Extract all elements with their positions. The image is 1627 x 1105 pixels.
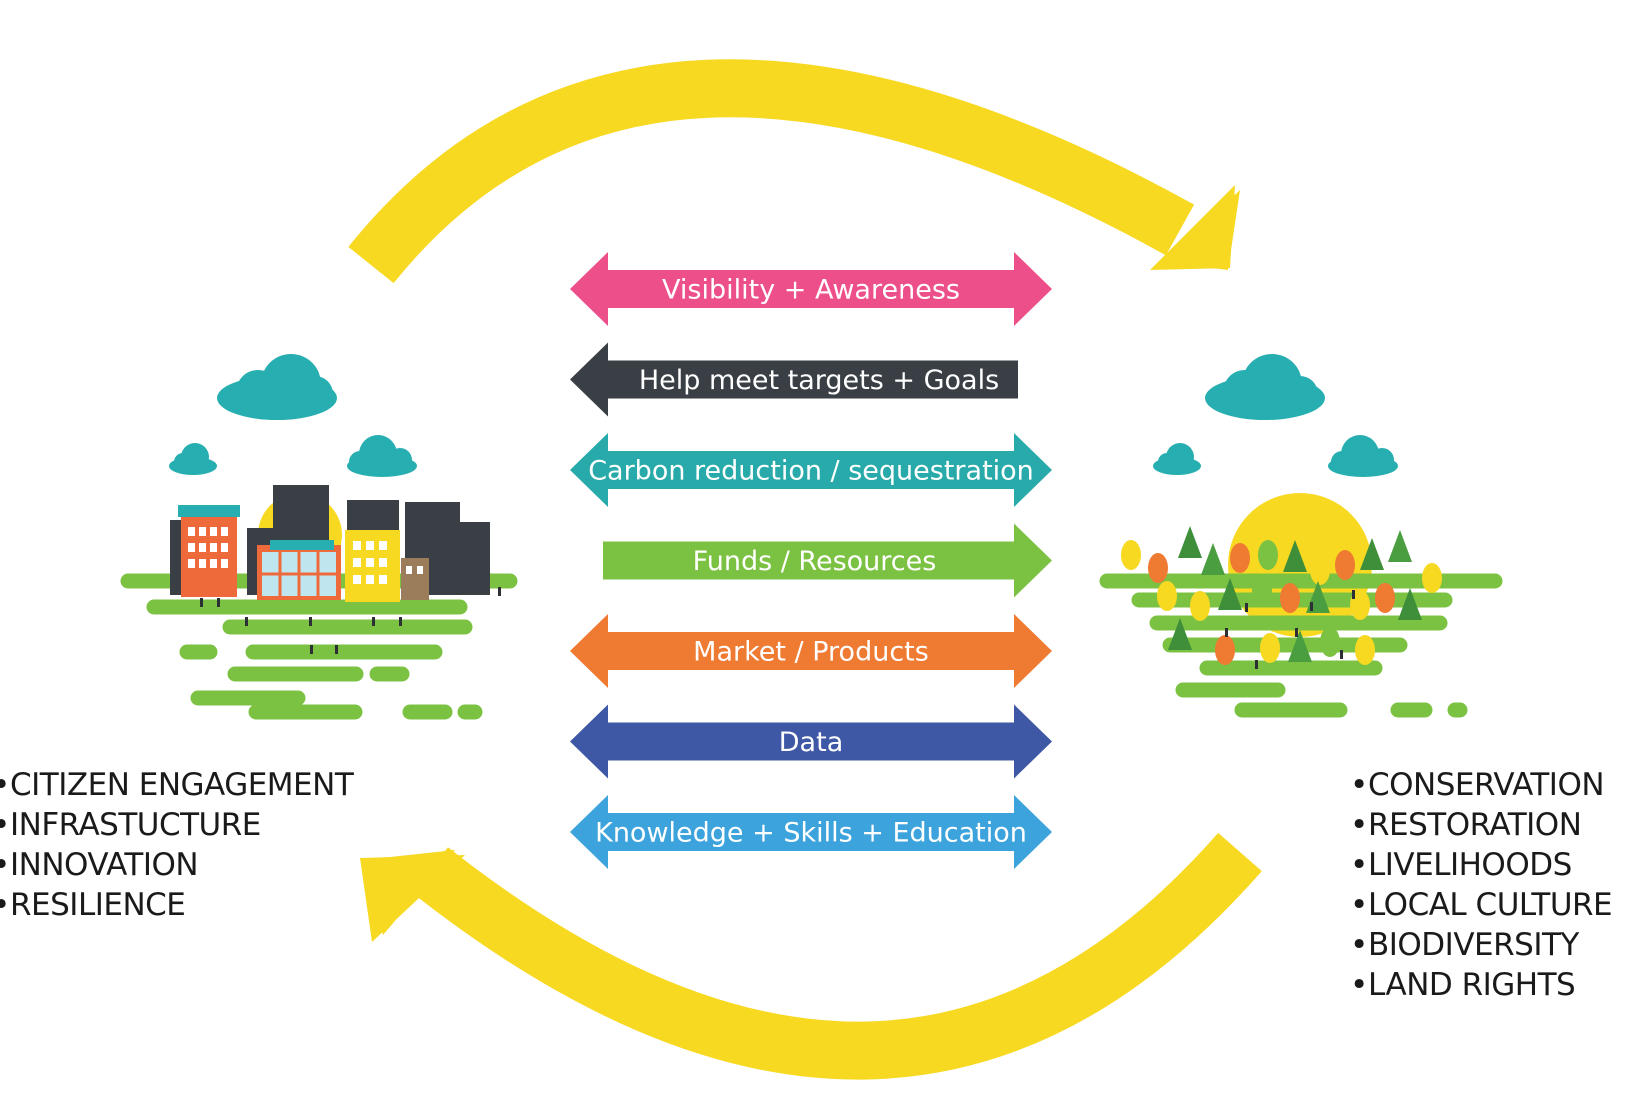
nature-benefits-list: CONSERVATION RESTORATION LIVELIHOODS LOC… (1350, 765, 1613, 1005)
arrow-carbon-reduction-sequestration: Carbon reduction / sequestration (570, 433, 1052, 507)
arrow-shape (603, 523, 1052, 598)
cycle-arrow-bottom (360, 832, 1262, 1080)
arrow-market-products: Market / Products (570, 614, 1052, 688)
list-item: INNOVATION (0, 845, 353, 885)
arrow-shape (570, 342, 1018, 417)
people (1225, 590, 1355, 669)
arrow-shape (570, 433, 1052, 507)
list-item: BIODIVERSITY (1350, 925, 1612, 965)
arrow-label: Funds / Resources (693, 546, 937, 577)
tree-icon (1157, 581, 1177, 611)
tree-icon (1201, 543, 1225, 575)
tree-icon (1320, 627, 1340, 657)
cloud-icon (1328, 435, 1398, 477)
tree-icon (1168, 618, 1192, 650)
tree-icon (1388, 530, 1412, 562)
tree-icon (1355, 635, 1375, 665)
tree-icon (1258, 540, 1278, 570)
arrow-knowledge-skills-education: Knowledge + Skills + Education (570, 795, 1052, 869)
list-item: INFRASTUCTURE (0, 805, 353, 845)
list-item: CONSERVATION (1350, 765, 1612, 805)
tree-icon (1422, 563, 1442, 593)
tree-icon (1398, 588, 1422, 620)
building-icon (178, 505, 240, 597)
tree-icon (1360, 538, 1384, 570)
tree-icon (1121, 526, 1442, 665)
building-icon (257, 540, 341, 600)
tree-icon (1190, 591, 1210, 621)
arrow-shape (570, 704, 1052, 779)
list-item: LIVELIHOODS (1350, 845, 1612, 885)
list-item: LAND RIGHTS (1350, 965, 1612, 1005)
list-item: CITIZEN ENGAGEMENT (0, 765, 354, 805)
cloud-icon (1153, 443, 1201, 475)
cloud-icon (1205, 354, 1325, 420)
list-item: RESILIENCE (0, 885, 353, 925)
arrow-visibility-awareness: Visibility + Awareness (570, 252, 1052, 326)
list-item: RESTORATION (1350, 805, 1612, 845)
cloud-icon (347, 435, 417, 477)
tree-icon (1252, 575, 1272, 605)
arrow-label: Data (779, 727, 843, 758)
tree-icon (1178, 526, 1202, 558)
arrow-label: Market / Products (693, 637, 929, 668)
city-benefits-list: CITIZEN ENGAGEMENT INFRASTUCTURE INNOVAT… (0, 765, 354, 925)
arrow-shape (570, 614, 1052, 688)
tree-icon (1375, 583, 1395, 613)
building-icon (401, 558, 429, 600)
tree-icon (1260, 633, 1280, 663)
arrow-label: Visibility + Awareness (662, 275, 960, 306)
cloud-icon (169, 443, 217, 475)
building-icon (345, 530, 400, 602)
tree-icon (1218, 578, 1242, 610)
arrow-label: Help meet targets + Goals (639, 365, 999, 396)
arrow-data: Data (570, 704, 1052, 779)
tree-icon (1283, 540, 1307, 572)
list-item: LOCAL CULTURE (1350, 885, 1613, 925)
arrow-shape (570, 252, 1052, 326)
cloud-icon (217, 354, 337, 420)
tree-icon (1310, 555, 1330, 585)
people (200, 587, 501, 654)
cycle-arrow-top (348, 59, 1240, 284)
forest-illustration (1099, 354, 1503, 718)
tree-icon (1335, 550, 1355, 580)
arrow-label: Knowledge + Skills + Education (595, 818, 1027, 849)
arrow-funds-resources: Funds / Resources (603, 523, 1052, 598)
tree-icon (1230, 543, 1250, 573)
tree-icon (1148, 553, 1168, 583)
ground-strips (120, 573, 518, 720)
tree-icon (1288, 630, 1312, 662)
arrow-help-meet-targets-goals: Help meet targets + Goals (570, 342, 1018, 417)
arrow-shape (570, 795, 1052, 869)
tree-icon (1215, 635, 1235, 665)
arrow-label: Carbon reduction / sequestration (588, 456, 1034, 487)
city-illustration (120, 354, 518, 720)
tree-icon (1121, 540, 1141, 570)
tree-icon (1280, 583, 1300, 613)
